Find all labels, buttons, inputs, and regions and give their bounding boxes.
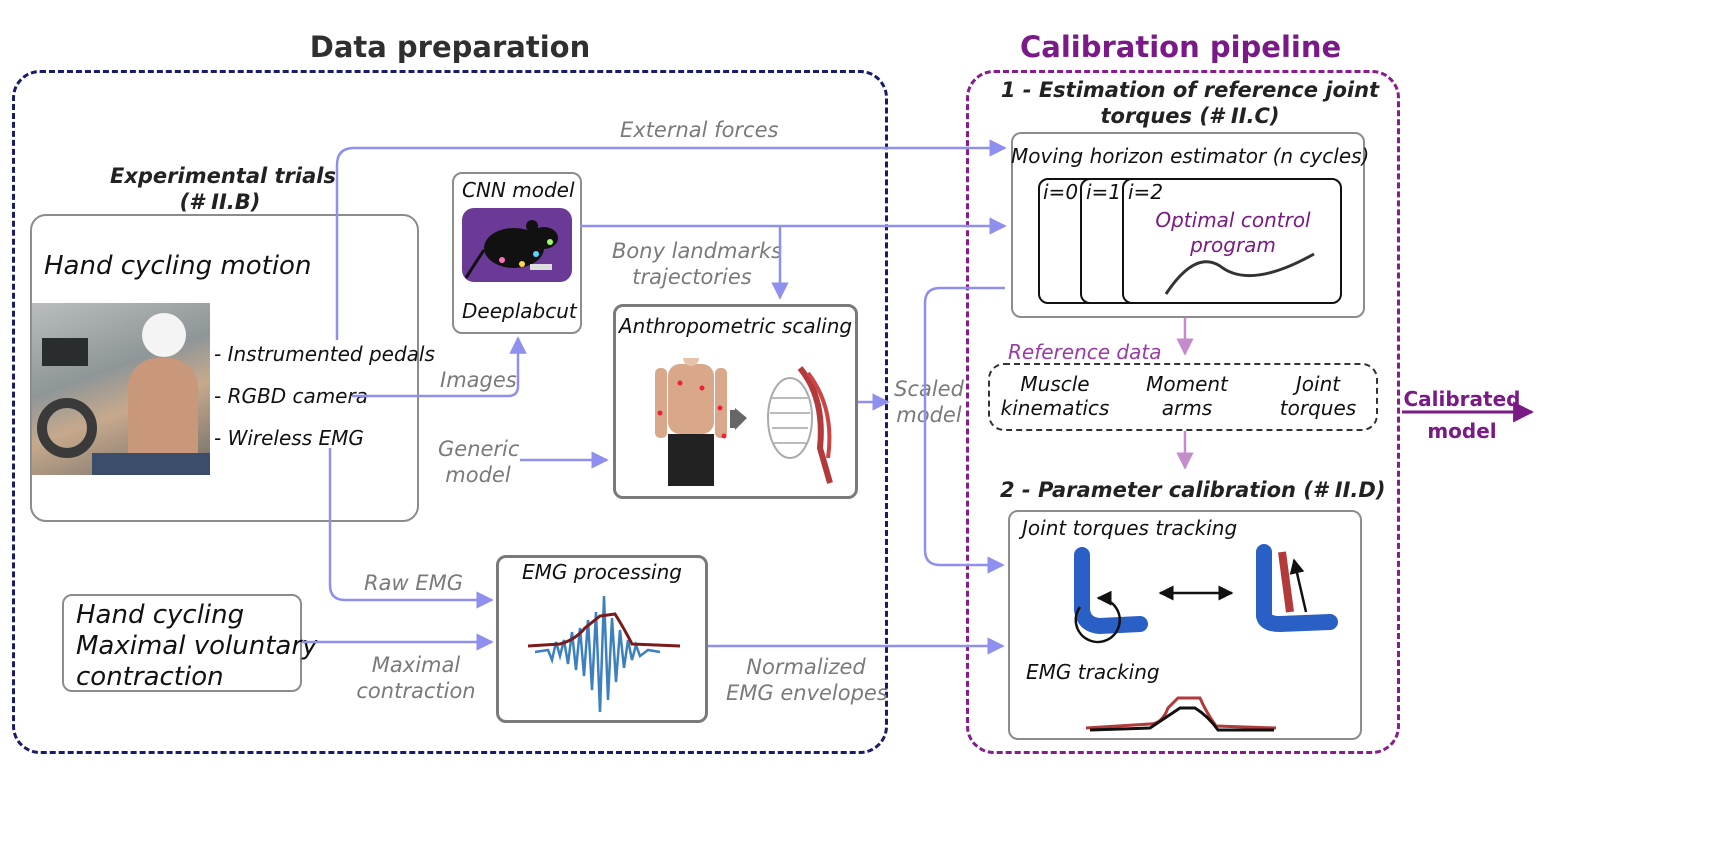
step1-title: 1 - Estimation of reference joint torque…	[990, 77, 1390, 129]
cnn-model-title: CNN model	[462, 178, 575, 202]
reference-data-title: Reference data	[1008, 340, 1162, 364]
hand-cycling-motion-label: Hand cycling motion	[44, 251, 312, 281]
emg-tracking-label: EMG tracking	[1026, 660, 1160, 684]
data-preparation-title: Data preparation	[309, 30, 591, 64]
label-maximal-line2: contraction	[356, 679, 476, 703]
mvc-box	[62, 594, 302, 692]
output-line2: model	[1427, 419, 1497, 443]
label-generic-line2: model	[445, 463, 511, 487]
item-rgbd-camera: - RGBD camera	[214, 384, 368, 408]
torso-shape	[128, 358, 198, 458]
label-scaled-model: Scaled model	[890, 376, 968, 428]
label-generic-model: Generic model	[438, 436, 520, 488]
label-generic-line1: Generic	[438, 437, 520, 461]
blurred-face	[142, 313, 186, 357]
window-label-1: i=1	[1086, 180, 1122, 204]
ocp-line2: program	[1190, 233, 1276, 257]
item-instrumented-pedals: - Instrumented pedals	[214, 342, 435, 366]
experimental-trials-title: Experimental trials (# II.B)	[110, 163, 336, 215]
label-raw-emg: Raw EMG	[364, 571, 463, 595]
label-bony-line2: trajectories	[632, 265, 752, 289]
monitor-shape	[42, 338, 88, 366]
output-line1: Calibrated	[1403, 387, 1521, 411]
legs-shape	[92, 453, 210, 475]
label-maximal-contraction: Maximal contraction	[356, 652, 476, 704]
step1-title-line2: torques (# II.C)	[1100, 104, 1280, 128]
reference-item-1-line2: arms	[1161, 396, 1213, 420]
window-label-2: i=2	[1128, 180, 1164, 204]
label-external-forces: External forces	[620, 118, 779, 142]
item-wireless-emg: - Wireless EMG	[214, 426, 364, 450]
reference-item-joint-torques: Joint torques	[1270, 372, 1366, 420]
ocp-label: Optimal control program	[1140, 208, 1326, 258]
step2-title: 2 - Parameter calibration (# II.D)	[1000, 478, 1386, 502]
data-preparation-frame	[12, 70, 888, 754]
emg-processing-title: EMG processing	[522, 560, 682, 584]
mvc-line2: Maximal voluntary	[76, 631, 318, 661]
scaling-illustration	[650, 358, 850, 488]
deeplabcut-caption: Deeplabcut	[462, 299, 577, 323]
mvc-line1: Hand cycling	[76, 600, 245, 630]
step1-title-line1: 1 - Estimation of reference joint	[1000, 78, 1380, 102]
label-images: Images	[440, 368, 517, 392]
reference-item-moment-arms: Moment arms	[1132, 372, 1242, 420]
calibrated-model-output: Calibrated model	[1402, 383, 1522, 447]
torque-tracking-label: Joint torques tracking	[1022, 516, 1238, 540]
reference-item-muscle-kinematics: Muscle kinematics	[996, 372, 1114, 420]
mvc-line3: contraction	[76, 662, 224, 692]
label-normalized-emg: Normalized EMG envelopes	[726, 654, 888, 706]
label-normalized-line1: Normalized	[746, 655, 866, 679]
ergometer-shape	[37, 398, 97, 458]
label-bony-line1: Bony landmarks	[612, 239, 783, 263]
ocp-line1: Optimal control	[1155, 208, 1311, 232]
mvc-text: Hand cycling Maximal voluntary contracti…	[76, 600, 317, 693]
reference-item-2-line1: Joint	[1295, 372, 1341, 396]
deeplabcut-logo	[462, 208, 572, 282]
mouse-icon	[464, 220, 558, 279]
experiment-photo	[32, 303, 210, 475]
label-scaled-line2: model	[896, 403, 962, 427]
mhe-title: Moving horizon estimator (n cycles)	[1011, 144, 1370, 168]
label-maximal-line1: Maximal	[371, 653, 461, 677]
label-scaled-line1: Scaled	[894, 377, 964, 401]
experimental-trials-title-line1: Experimental trials	[110, 164, 336, 188]
experimental-trials-title-line2: (# II.B)	[179, 190, 261, 214]
calibration-pipeline-title: Calibration pipeline	[1020, 30, 1342, 64]
reference-item-1-line1: Moment	[1146, 372, 1228, 396]
reference-item-0-line1: Muscle	[1020, 372, 1090, 396]
label-bony-landmarks: Bony landmarks trajectories	[612, 238, 783, 290]
label-normalized-line2: EMG envelopes	[726, 681, 888, 705]
calibration-box	[1008, 510, 1362, 740]
reference-item-0-line2: kinematics	[1000, 396, 1110, 420]
reference-item-2-line2: torques	[1279, 396, 1357, 420]
window-label-0: i=0	[1043, 180, 1079, 204]
anthropometric-title: Anthropometric scaling	[618, 314, 853, 338]
